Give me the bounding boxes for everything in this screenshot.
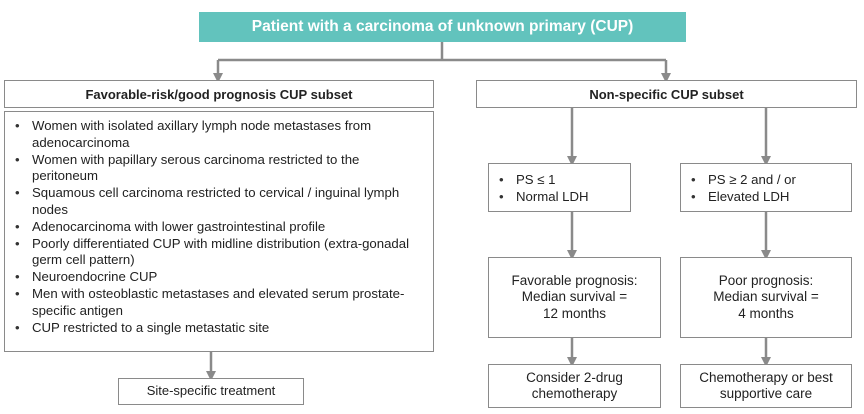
favorable-criteria-box: Women with isolated axillary lymph node … xyxy=(4,111,434,352)
treatment-line: Chemotherapy or best xyxy=(699,369,833,385)
poor-ps-criteria-list: PS ≥ 2 and / or Elevated LDH xyxy=(691,172,843,206)
criteria-item: PS ≤ 1 xyxy=(499,172,622,189)
favorable-criteria-list: Women with isolated axillary lymph node … xyxy=(15,118,425,336)
good-ps-criteria-box: PS ≤ 1 Normal LDH xyxy=(488,163,631,212)
prognosis-label: Poor prognosis: xyxy=(718,272,814,288)
criteria-item: Adenocarcinoma with lower gastrointestin… xyxy=(15,219,425,236)
criteria-item: PS ≥ 2 and / or xyxy=(691,172,843,189)
nonspecific-subset-header: Non-specific CUP subset xyxy=(476,80,857,108)
poor-ps-criteria-box: PS ≥ 2 and / or Elevated LDH xyxy=(680,163,852,212)
criteria-item: Normal LDH xyxy=(499,189,622,206)
treatment-line: Consider 2-drug xyxy=(526,369,623,385)
survival-label: Median survival = xyxy=(521,289,628,305)
criteria-item: Women with papillary serous carcinoma re… xyxy=(15,152,425,186)
criteria-item: Elevated LDH xyxy=(691,189,843,206)
favorable-subset-header: Favorable-risk/good prognosis CUP subset xyxy=(4,80,434,108)
poor-prognosis-box: Poor prognosis: Median survival = 4 mont… xyxy=(680,257,852,338)
criteria-item: Squamous cell carcinoma restricted to ce… xyxy=(15,185,425,219)
criteria-item: Neuroendocrine CUP xyxy=(15,269,425,286)
good-ps-criteria-list: PS ≤ 1 Normal LDH xyxy=(499,172,622,206)
criteria-item: Women with isolated axillary lymph node … xyxy=(15,118,425,152)
treatment-line: chemotherapy xyxy=(531,386,618,401)
survival-value: 12 months xyxy=(542,305,607,321)
site-specific-treatment-box: Site-specific treatment xyxy=(118,378,304,405)
treatment-line: supportive care xyxy=(719,386,813,401)
prognosis-label: Favorable prognosis: xyxy=(511,272,638,288)
favorable-prognosis-box: Favorable prognosis: Median survival = 1… xyxy=(488,257,661,338)
criteria-item: CUP restricted to a single metastatic si… xyxy=(15,320,425,337)
survival-value: 4 months xyxy=(738,305,794,321)
two-drug-chemotherapy-box: Consider 2-drug chemotherapy xyxy=(488,364,661,408)
criteria-item: Poorly differentiated CUP with midline d… xyxy=(15,236,425,270)
best-supportive-care-box: Chemotherapy or best supportive care xyxy=(680,364,852,408)
criteria-item: Men with osteoblastic metastases and ele… xyxy=(15,286,425,320)
survival-label: Median survival = xyxy=(713,289,819,305)
diagram-title: Patient with a carcinoma of unknown prim… xyxy=(199,12,686,42)
